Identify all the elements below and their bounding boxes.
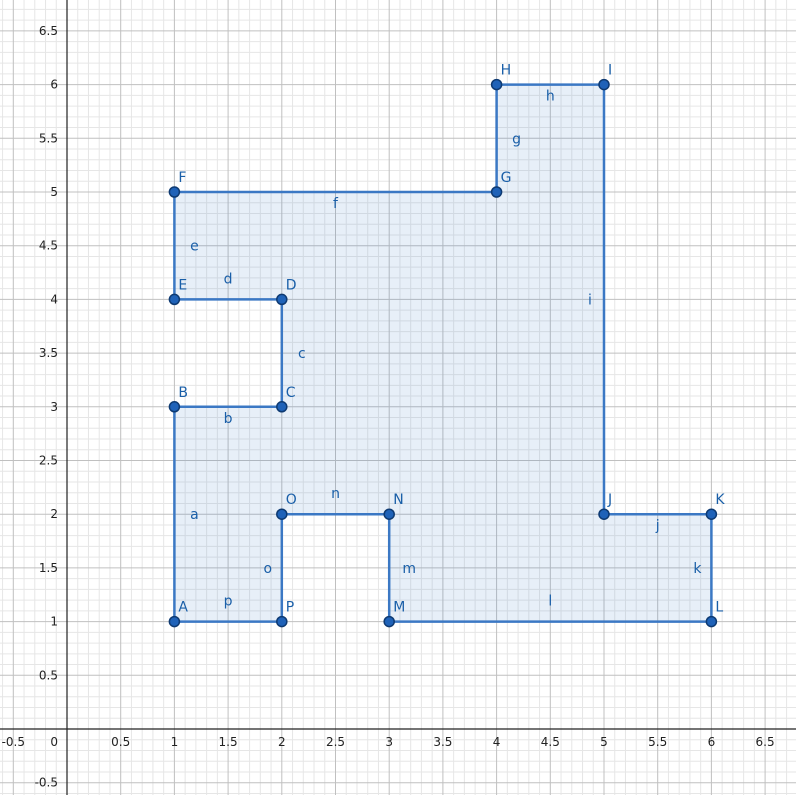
vertex-label-C: C [286,385,296,401]
segment-label-f: f [333,196,339,212]
y-tick-label: 0.5 [39,668,58,682]
segment-label-e: e [190,239,199,255]
segment-label-j: j [655,518,660,534]
vertex-label-L: L [715,600,723,616]
point-I[interactable] [598,78,610,91]
tick-labels: -0.5 0.5 1 1.5 2 2.5 3 3.5 4 4.5 5 5.5 6 6.5 -0.5 0.5 1 1… [2,24,775,790]
point-A[interactable] [168,615,181,628]
segment-label-k: k [693,561,702,577]
point-D[interactable] [276,293,288,306]
x-tick-label: 1 [171,735,179,749]
y-tick-label: 1.5 [39,561,58,575]
point-G[interactable] [490,186,503,198]
x-tick-label: 4 [493,735,501,749]
segment-label-b: b [224,411,233,427]
x-tick-label: 6 [708,735,716,749]
y-tick-label: -0.5 [35,776,58,790]
segment-label-h: h [546,89,555,105]
point-E[interactable] [168,293,181,306]
polygon-fill[interactable] [174,84,712,622]
polygon[interactable] [173,83,713,623]
segment-label-d: d [224,271,233,287]
segment-labels: a b c d e f g h i j k l m n o p [190,89,702,610]
vertex-label-N: N [393,492,403,508]
y-tick-label: 3.5 [39,346,58,360]
y-tick-label: 4 [50,292,58,306]
y-tick-label: 1 [50,615,58,629]
vertex-label-I: I [608,63,612,79]
point-B[interactable] [168,401,181,413]
y-tick-label: 2.5 [39,454,58,468]
x-tick-label: 1.5 [219,735,238,749]
vertex-label-K: K [715,492,725,508]
vertex-label-P: P [286,600,294,616]
vertex-label-O: O [286,492,297,508]
point-C[interactable] [276,401,288,413]
origin-label: 0 [50,735,58,749]
vertex-label-D: D [286,277,297,293]
segment-label-m: m [402,561,416,577]
segment-label-i: i [588,292,592,308]
vertex-label-M: M [393,600,405,616]
x-tick-label: 4.5 [541,735,560,749]
segment-label-l: l [548,594,552,610]
point-N[interactable] [383,508,395,520]
vertex-label-B: B [178,385,188,401]
point-K[interactable] [705,508,718,520]
y-tick-label: 3 [50,400,58,414]
vertex-labels: A B C D E F G H I J K L M N O P [178,63,725,616]
x-tick-label: 2 [278,735,286,749]
point-O[interactable] [276,508,288,520]
x-tick-label: 2.5 [326,735,345,749]
point-H[interactable] [490,78,503,91]
point-F[interactable] [168,186,181,198]
vertex-label-J: J [607,492,612,508]
y-tick-label: 5 [50,185,58,199]
segment-label-g: g [512,131,521,147]
vertex-label-A: A [178,600,188,616]
x-tick-label: 3 [385,735,393,749]
point-J[interactable] [598,508,610,520]
segment-label-p: p [224,594,233,610]
segment-label-n: n [331,486,340,502]
y-tick-label: 4.5 [39,239,58,253]
x-tick-label: 3.5 [433,735,452,749]
vertex-points[interactable] [168,78,718,628]
y-tick-label: 5.5 [39,131,58,145]
x-tick-label: 6.5 [756,735,775,749]
vertex-label-E: E [178,277,187,293]
point-L[interactable] [705,615,718,628]
vertex-label-H: H [501,63,512,79]
segment-label-a: a [190,507,199,523]
y-tick-label: 6.5 [39,24,58,38]
x-tick-label: 5 [600,735,608,749]
x-tick-label: 5.5 [648,735,667,749]
vertex-label-G: G [501,170,512,186]
y-tick-label: 2 [50,507,58,521]
vertex-label-F: F [178,170,186,186]
segment-label-c: c [298,346,306,362]
point-M[interactable] [383,615,395,628]
y-tick-label: 6 [50,78,58,92]
x-tick-label: -0.5 [2,735,25,749]
point-P[interactable] [276,615,288,628]
segment-label-o: o [264,561,273,577]
x-tick-label: 0.5 [111,735,130,749]
